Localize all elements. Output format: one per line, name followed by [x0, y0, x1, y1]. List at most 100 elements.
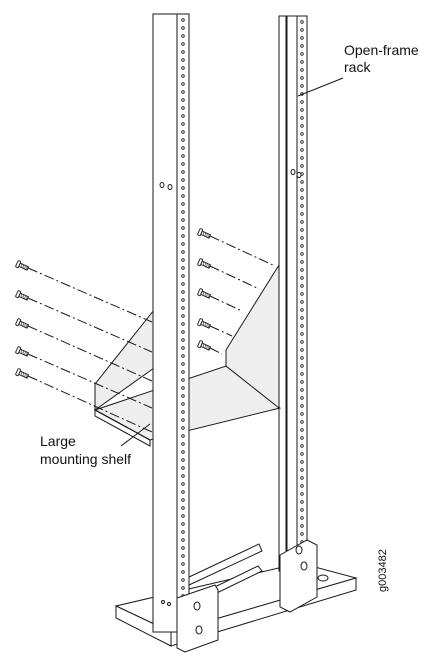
screw-icon — [15, 368, 30, 379]
post-hole — [300, 212, 304, 216]
post-hole — [181, 106, 185, 110]
post-hole — [300, 508, 304, 512]
post-hole — [181, 570, 185, 574]
post-hole — [181, 170, 185, 174]
post-hole — [300, 396, 304, 400]
post-hole — [181, 274, 185, 278]
post-hole — [181, 378, 185, 382]
post-hole — [300, 476, 304, 480]
post-hole — [300, 300, 304, 304]
post-hole — [181, 402, 185, 406]
post-hole — [300, 52, 304, 56]
open-frame-rack-label-line2: rack — [344, 59, 371, 75]
post-hole — [181, 370, 185, 374]
right-front-post — [279, 15, 318, 613]
post-hole — [300, 484, 304, 488]
post-hole — [181, 178, 185, 182]
mounting-shelf-label-line1: Large — [40, 433, 76, 449]
post-hole — [300, 100, 304, 104]
post-hole — [181, 546, 185, 550]
post-hole — [300, 148, 304, 152]
post-hole — [181, 450, 185, 454]
screw-icon — [197, 288, 212, 299]
post-hole — [181, 394, 185, 398]
post-hole — [181, 250, 185, 254]
post-hole — [300, 36, 304, 40]
post-hole — [300, 532, 304, 536]
post-hole — [300, 124, 304, 128]
post-hole — [181, 426, 185, 430]
post-hole — [300, 284, 304, 288]
post-hole — [181, 202, 185, 206]
post-hole — [181, 58, 185, 62]
post-hole — [300, 524, 304, 528]
post-hole — [300, 460, 304, 464]
post-hole — [181, 26, 185, 30]
post-hole — [300, 244, 304, 248]
screw-icon — [15, 346, 30, 357]
post-hole — [300, 132, 304, 136]
post-hole — [300, 452, 304, 456]
post-hole — [181, 530, 185, 534]
post-hole — [181, 346, 185, 350]
rack-base-plate — [114, 562, 358, 647]
post-hole — [181, 362, 185, 366]
post-hole — [300, 268, 304, 272]
post-hole — [181, 90, 185, 94]
post-hole — [181, 314, 185, 318]
post-hole — [300, 356, 304, 360]
post-hole — [181, 162, 185, 166]
post-hole — [181, 578, 185, 582]
post-hole — [300, 276, 304, 280]
post-hole — [300, 68, 304, 72]
post-hole — [181, 194, 185, 198]
post-hole — [181, 282, 185, 286]
post-hole — [181, 330, 185, 334]
back-right-post — [278, 15, 287, 572]
screw-icon — [197, 340, 212, 351]
post-hole — [181, 210, 185, 214]
post-hole — [300, 252, 304, 256]
post-hole — [181, 242, 185, 246]
post-hole — [181, 522, 185, 526]
post-hole — [300, 116, 304, 120]
post-hole — [181, 298, 185, 302]
post-hole — [300, 436, 304, 440]
post-hole — [181, 586, 185, 590]
post-hole — [300, 364, 304, 368]
post-hole — [300, 164, 304, 168]
post-hole — [300, 180, 304, 184]
post-hole — [300, 316, 304, 320]
post-hole — [300, 420, 304, 424]
screw-icon — [15, 318, 30, 329]
post-hole — [300, 196, 304, 200]
post-hole — [181, 338, 185, 342]
post-hole — [300, 372, 304, 376]
post-hole — [300, 308, 304, 312]
post-hole — [181, 538, 185, 542]
post-hole — [181, 18, 185, 22]
post-hole — [181, 186, 185, 190]
post-hole — [181, 42, 185, 46]
post-hole — [181, 74, 185, 78]
post-hole — [300, 260, 304, 264]
post-hole — [300, 60, 304, 64]
post-hole — [300, 492, 304, 496]
screw-icon — [197, 258, 212, 269]
post-hole — [181, 442, 185, 446]
post-hole — [181, 98, 185, 102]
post-hole — [181, 562, 185, 566]
post-hole — [300, 428, 304, 432]
post-hole — [300, 412, 304, 416]
post-hole — [181, 114, 185, 118]
post-hole — [181, 458, 185, 462]
left-front-post — [152, 13, 219, 653]
mounting-screws — [15, 228, 212, 379]
label-leaders — [120, 77, 344, 447]
post-hole — [181, 290, 185, 294]
post-hole — [300, 228, 304, 232]
post-hole — [300, 140, 304, 144]
post-hole — [300, 348, 304, 352]
post-hole — [181, 34, 185, 38]
post-hole — [181, 146, 185, 150]
